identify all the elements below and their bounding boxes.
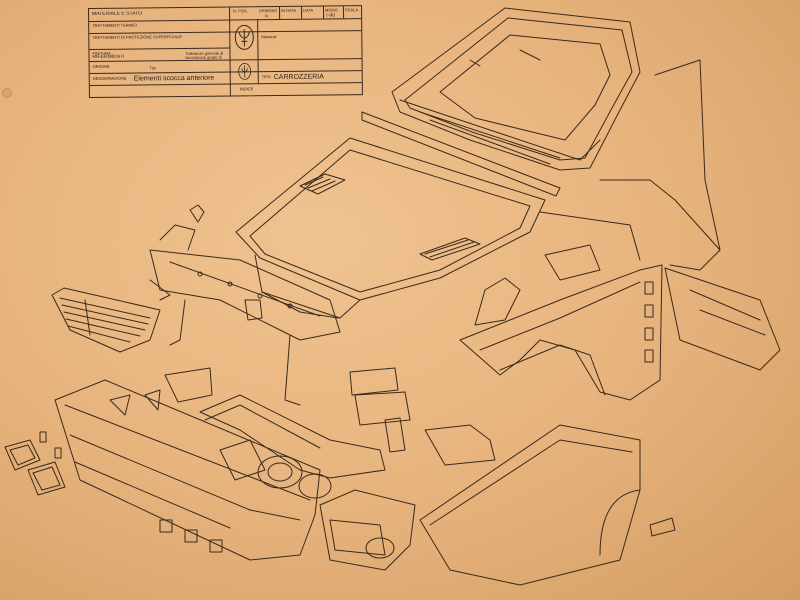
front-grille — [51, 287, 161, 353]
fog-lamps — [4, 431, 66, 496]
inner-fender — [459, 244, 663, 401]
radiator-support — [149, 204, 341, 406]
headlamp-bezel — [319, 489, 416, 571]
title-block: MATERIALE E STATO N. POS. DISEGNO IN DAT… — [88, 5, 363, 98]
binder-hole — [2, 88, 12, 98]
front-bumper — [54, 379, 321, 561]
trident-logo-icon — [234, 24, 254, 50]
trident-small-icon — [238, 62, 252, 80]
crossmember — [199, 394, 386, 479]
front-fender — [419, 424, 676, 586]
headlamps — [219, 439, 332, 499]
cowl-panel — [361, 99, 601, 197]
hood — [235, 137, 546, 319]
body-shell — [539, 59, 781, 371]
windshield — [391, 7, 641, 171]
brackets — [109, 367, 496, 466]
